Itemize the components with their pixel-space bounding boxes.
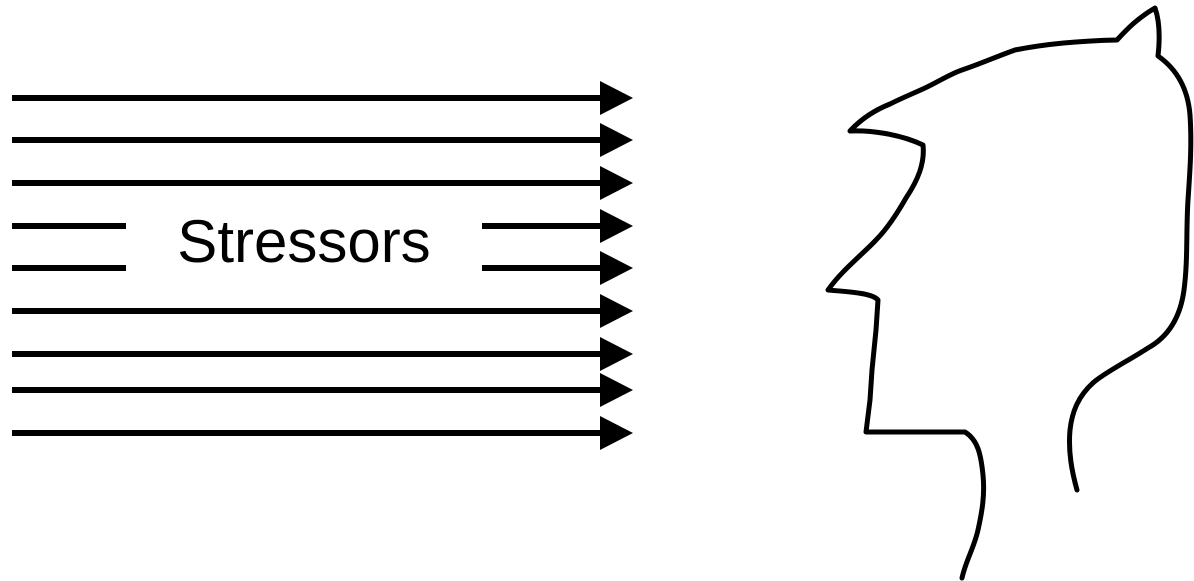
- arrow-head: [600, 81, 633, 115]
- arrow-right-icon: [12, 166, 633, 200]
- arrow-right-icon: [12, 337, 633, 371]
- arrow-right-icon: [12, 416, 633, 450]
- arrow-head: [600, 251, 633, 285]
- arrow-right-icon: [12, 373, 633, 407]
- arrow-head: [600, 209, 633, 243]
- arrow-head: [600, 123, 633, 157]
- arrow-right-icon: [12, 294, 633, 328]
- arrow-right-icon: [12, 123, 633, 157]
- arrow-head: [600, 373, 633, 407]
- arrow-head: [600, 337, 633, 371]
- arrow-head: [600, 166, 633, 200]
- stressors-label: Stressors: [126, 194, 482, 290]
- arrow-right-icon: [12, 81, 633, 115]
- head-silhouette-icon: [825, 5, 1194, 581]
- stressors-label-text: Stressors: [177, 208, 431, 275]
- arrow-head: [600, 294, 633, 328]
- stressor-arrows: [12, 81, 633, 450]
- arrow-head: [600, 416, 633, 450]
